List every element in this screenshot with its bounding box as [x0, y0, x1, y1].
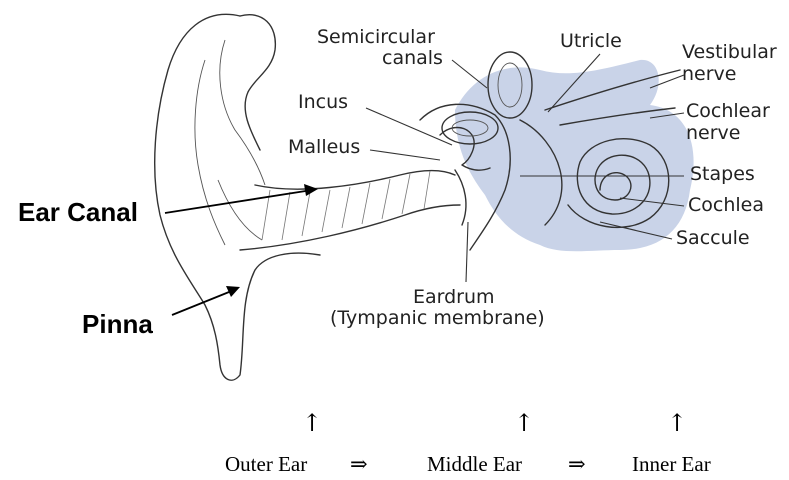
up-arrow-middle: ↑	[514, 409, 534, 437]
ear-canal-arrowhead	[304, 184, 318, 196]
pinna-antihelix	[220, 40, 265, 185]
pinna-concha	[218, 180, 262, 240]
eardrum-shape	[455, 170, 466, 225]
ear-canal-shape	[255, 170, 455, 189]
section-inner-ear: Inner Ear	[632, 452, 711, 476]
label-utricle: Utricle	[560, 30, 622, 52]
pinna-outer-rim	[240, 15, 275, 150]
pinna-shape	[155, 14, 320, 380]
label-semicircular-canals-2: canals	[382, 47, 443, 69]
up-arrow-inner: ↑	[667, 409, 687, 437]
label-cochlear-nerve-1: Cochlear	[686, 100, 770, 122]
label-cochlea: Cochlea	[688, 194, 764, 216]
label-eardrum-1: Eardrum	[413, 286, 495, 308]
label-pinna: Pinna	[82, 309, 153, 339]
label-saccule: Saccule	[676, 227, 750, 249]
up-arrow-outer: ↑	[302, 409, 322, 437]
ear-canal-lower-wall	[240, 205, 460, 250]
label-ear-canal: Ear Canal	[18, 197, 138, 227]
right-arrow-2: ⇒	[568, 452, 586, 476]
label-vestibular-nerve-1: Vestibular	[682, 41, 777, 63]
label-semicircular-canals-1: Semicircular	[317, 26, 435, 48]
ear-sections: ↑ ↑ ↑ Outer Ear ⇒ Middle Ear ⇒ Inner Ear	[225, 409, 711, 476]
label-vestibular-nerve-2: nerve	[682, 63, 736, 85]
label-incus: Incus	[298, 91, 348, 113]
section-outer-ear: Outer Ear	[225, 452, 307, 476]
section-middle-ear: Middle Ear	[427, 452, 522, 476]
label-malleus: Malleus	[288, 136, 360, 158]
right-arrow-1: ⇒	[350, 452, 368, 476]
inner-ear-shading	[455, 60, 694, 251]
label-cochlear-nerve-2: nerve	[686, 122, 740, 144]
ear-canal-arrow-line	[165, 190, 312, 213]
ear-canal-hatching	[262, 171, 430, 240]
label-stapes: Stapes	[690, 163, 755, 185]
label-eardrum-2: (Tympanic membrane)	[330, 307, 545, 329]
pinna-arrow-line	[172, 290, 234, 315]
